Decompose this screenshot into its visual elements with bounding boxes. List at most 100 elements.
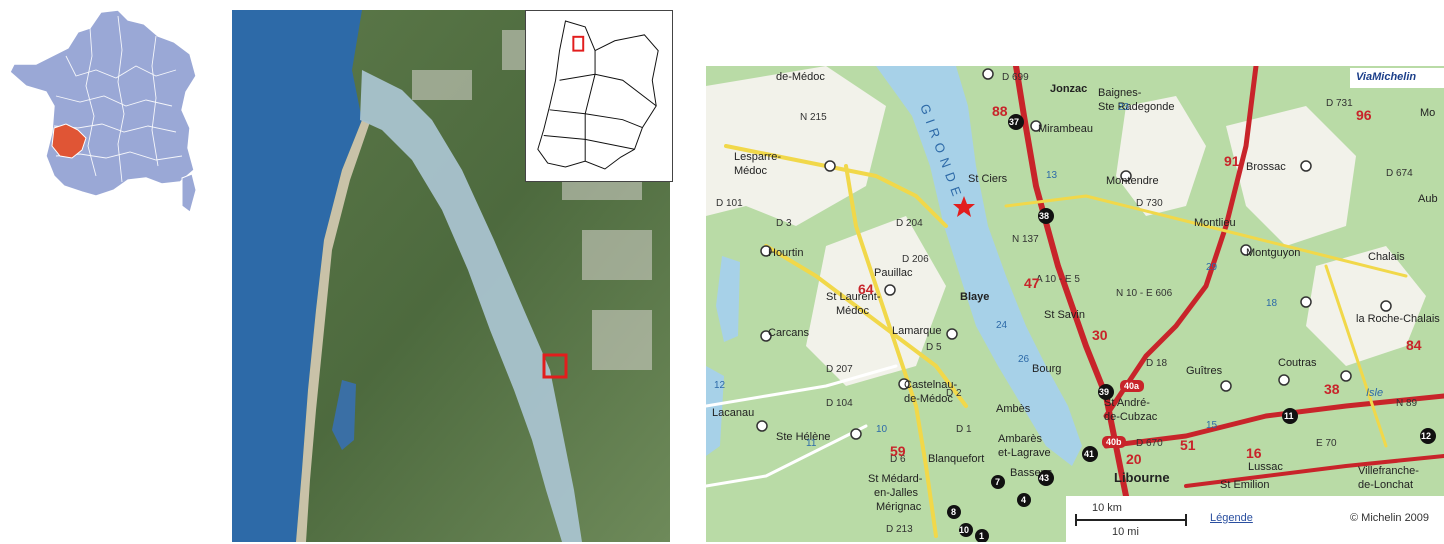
copyright: © Michelin 2009 [1350,512,1430,524]
dept-number: 91 [1224,153,1240,169]
road-number: 15 [1206,420,1218,431]
exit-marker: 4 [1017,493,1031,507]
dept-number: 30 [1092,327,1108,343]
road-map: de-Médoc Lesparre- Médoc Hourtin Pauilla… [706,66,1444,542]
road-label: D 104 [826,398,853,409]
road-label: D 1 [956,424,972,435]
svg-text:11: 11 [1284,411,1294,421]
france-outline [9,9,197,197]
road-label: D 3 [776,218,792,229]
corsica [181,173,197,213]
town-label: Blanquefort [928,453,984,465]
road-label: D 5 [926,342,942,353]
town-label: et-Lagrave [998,447,1051,459]
svg-text:7: 7 [995,477,1000,487]
exit-marker: 7 [991,475,1005,489]
exit-marker: 1 [975,529,989,542]
exit-marker: 40b [1102,436,1126,448]
road-label: D 730 [1136,198,1163,209]
map-footer: 10 km 10 mi Légende © Michelin 2009 [1066,496,1444,542]
road-label: D 204 [896,218,923,229]
town-label: Baignes- [1098,87,1142,99]
road-number: 11 [806,438,817,449]
road-label: D 207 [826,364,853,375]
road-number: 23 [1118,102,1130,113]
town-label: de-Cubzac [1104,411,1158,423]
exit-marker: 11 [1282,408,1298,424]
town-label: de-Médoc [904,393,953,405]
scale-mi-label: 10 mi [1112,526,1139,538]
legend-link[interactable]: Légende [1210,512,1253,524]
town-label: Chalais [1368,251,1405,263]
town-label: de-Médoc [776,71,825,83]
town-label: Guîtres [1186,365,1223,377]
exit-marker: 38 [1038,208,1054,224]
road-label: D 6 [890,454,906,465]
coast [296,120,370,542]
road-number: 29 [1206,262,1218,273]
road-label: N 10 - E 606 [1116,288,1173,299]
town-label: Mo [1420,107,1435,119]
dept-number: 51 [1180,437,1196,453]
sea-strip [706,366,724,456]
road-label: D 699 [1002,72,1029,83]
road-number: 24 [996,320,1008,331]
town-label: Pauillac [874,267,913,279]
town-label: Montlieu [1194,217,1236,229]
location-box [542,353,568,379]
town-label: Médoc [836,305,870,317]
town-label: la Roche-Chalais [1356,313,1440,325]
svg-text:40a: 40a [1124,381,1140,391]
road-label: E 70 [1316,438,1337,449]
river-gironde [876,66,1082,466]
inset-highlight-box [572,35,585,52]
scale-bar [1075,514,1187,526]
svg-text:41: 41 [1084,449,1094,459]
town-label: Libourne [1114,470,1170,485]
town-label: Montendre [1106,175,1159,187]
town-label: Isle [1366,387,1383,399]
svg-text:4: 4 [1021,495,1026,505]
road-label: D 731 [1326,98,1353,109]
road-label: D 2 [946,388,962,399]
town-label: Lacanau [712,407,754,419]
town-label: Aub [1418,193,1438,205]
town-label: Lamarque [892,325,942,337]
dept-number: 59 [890,443,906,459]
town-label: Jonzac [1050,83,1087,95]
town-label: St Emilion [1220,479,1270,491]
viamichelin-logo: ViaMichelin [1350,68,1444,88]
exit-marker: 41 [1082,446,1098,462]
exit-marker: 12 [1420,428,1436,444]
dept-number: 84 [1406,337,1422,353]
town-label: Coutras [1278,357,1317,369]
road-number: 12 [714,380,726,391]
road-label: D 670 [1136,438,1163,449]
exit-marker: 37 [1008,114,1024,130]
france-map [9,9,197,213]
town-label: St Laurent- [826,291,881,303]
town-label: St Ciers [968,173,1008,185]
svg-text:38: 38 [1039,211,1049,221]
town-label: Mirambeau [1038,123,1093,135]
road-label: D 213 [886,524,913,535]
lake-hourtin [332,380,356,450]
road-label: N 89 [1396,398,1418,409]
dept-number: 16 [1246,445,1262,461]
town-label: Ste Radegonde [1098,101,1174,113]
dept-number: 88 [992,103,1008,119]
region-inset-map [525,10,673,182]
town-label: Castelnau- [904,379,958,391]
gironde-highlight [51,123,87,159]
town-label: St André- [1104,397,1150,409]
town-label: St Médard- [868,473,923,485]
estuary [360,70,582,542]
svg-text:43: 43 [1039,473,1049,483]
road-label: N 215 [800,112,827,123]
town-label: Carcans [768,327,809,339]
dept-number: 96 [1356,107,1372,123]
town-label: Ambès [996,403,1031,415]
road-label: N 137 [1012,234,1039,245]
ocean [232,10,362,542]
exit-marker: 39 [1098,384,1114,400]
